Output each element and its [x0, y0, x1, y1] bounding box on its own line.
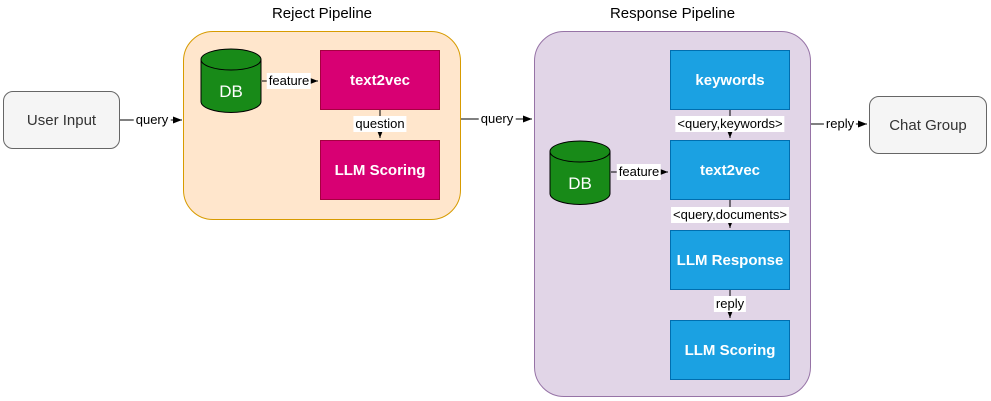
- keywords-node: keywords: [670, 50, 790, 110]
- database-icon: [549, 140, 611, 205]
- reject-llm-scoring-node: LLM Scoring: [320, 140, 440, 200]
- response-db-label: DB: [568, 174, 592, 193]
- edge-label-query-mid: query: [478, 111, 516, 127]
- edge-label-reply-inner: reply: [713, 296, 747, 312]
- edge-label-query-documents: <query,documents>: [671, 207, 789, 223]
- response-llm-scoring-node: LLM Scoring: [670, 320, 790, 380]
- edge-label-query-keywords: <query,keywords>: [675, 116, 785, 132]
- reject-db-label: DB: [219, 82, 243, 101]
- edge-label-query-in: query: [133, 112, 171, 128]
- edge-label-reply-out: reply: [823, 116, 857, 132]
- user-input-node: User Input: [3, 91, 120, 149]
- llm-response-node: LLM Response: [670, 230, 790, 290]
- database-icon: [200, 48, 262, 113]
- edge-label-feature-reject: feature: [266, 73, 312, 89]
- reject-db-cylinder: DB: [200, 48, 262, 114]
- reject-pipeline-title: Reject Pipeline: [271, 5, 373, 22]
- edge-label-feature-response: feature: [616, 164, 662, 180]
- response-db-cylinder: DB: [549, 140, 611, 206]
- edge-label-question: question: [353, 116, 407, 132]
- response-pipeline-title: Response Pipeline: [609, 5, 736, 22]
- reject-text2vec-node: text2vec: [320, 50, 440, 110]
- chat-group-node: Chat Group: [869, 96, 987, 154]
- response-text2vec-node: text2vec: [670, 140, 790, 200]
